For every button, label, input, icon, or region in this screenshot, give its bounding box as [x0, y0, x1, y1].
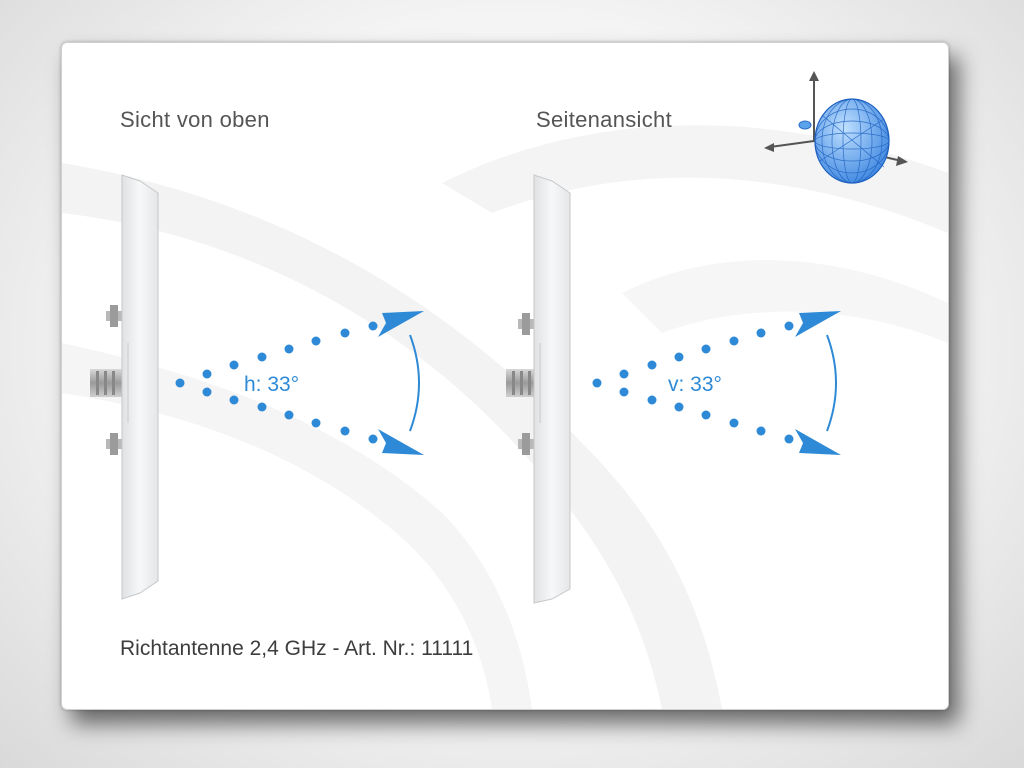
mount-bolt-lower-right [518, 433, 536, 455]
angle-label-horizontal: h: 33° [244, 373, 299, 396]
antenna-left [90, 174, 159, 600]
beam-arrowhead-lower-right [795, 429, 841, 455]
antenna-panel-left [121, 174, 159, 600]
antenna-diagram: h: 33° [90, 71, 908, 604]
antenna-panel-right [533, 174, 571, 604]
beam-dots-lower-left [202, 387, 378, 444]
beam-arrowhead-upper-left [378, 311, 424, 337]
beam-dots-upper-left [175, 321, 378, 388]
beam-right: v: 33° [592, 311, 841, 455]
antenna-right [506, 174, 571, 604]
mount-bolt-upper-right [518, 313, 536, 335]
beam-arc-right [826, 334, 837, 432]
view-title-side: Seitenansicht [536, 107, 672, 132]
view-title-top: Sicht von oben [120, 107, 270, 132]
diagram-card: Sicht von oben Seitenansicht [61, 42, 949, 710]
n-connector-right [506, 369, 536, 397]
mount-bolt-lower-left [106, 433, 124, 455]
beam-arrowhead-lower-left [378, 429, 424, 455]
beam-left: h: 33° [175, 311, 424, 455]
product-caption: Richtantenne 2,4 GHz - Art. Nr.: 11111 [120, 637, 474, 660]
beam-dots-lower-right [619, 387, 794, 444]
beam-dots-upper-right [592, 321, 794, 388]
mount-bolt-upper-left [106, 305, 124, 327]
radiation-pattern-icon [764, 71, 908, 184]
n-connector-left [90, 369, 122, 397]
angle-label-vertical: v: 33° [668, 373, 722, 396]
beam-arrowhead-upper-right [795, 311, 841, 337]
beam-arc-left [409, 334, 420, 432]
